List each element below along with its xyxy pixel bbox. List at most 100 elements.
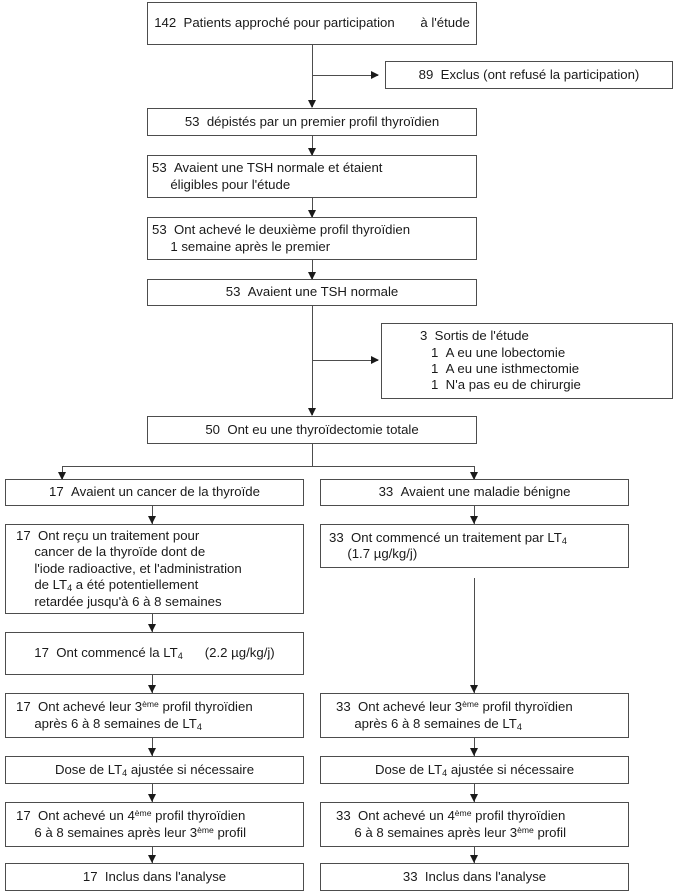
node-right-benign-disease: 33 Avaient une maladie bénigne bbox=[320, 479, 629, 506]
node-text-line2a: 6 à 8 semaines après leur 3 bbox=[354, 824, 518, 840]
connector-n4-to-n5 bbox=[312, 198, 313, 218]
arrowhead-n8 bbox=[307, 408, 316, 416]
subitem-text-1: A eu une lobectomie bbox=[445, 344, 566, 360]
node-count: 33 bbox=[336, 699, 351, 715]
node-left-included-analysis: 17 Inclus dans l'analyse bbox=[5, 863, 304, 891]
node-count: 33 bbox=[329, 529, 344, 545]
node-left-dose-adjusted: Dose de LT4 ajustée si nécessaire bbox=[5, 756, 304, 784]
node-withdrawals: 3 Sortis de l'étude 1 A eu une lobectomi… bbox=[381, 323, 673, 399]
node-text-line2: 1 semaine après le premier bbox=[170, 238, 331, 254]
node-patients-approached: 142 Patients approché pour participation… bbox=[147, 2, 477, 45]
node-right-fourth-profile: 33 Ont achevé un 4ème profil thyroïdien … bbox=[320, 802, 629, 847]
node-text-line1b: profil thyroïdien bbox=[471, 808, 566, 824]
connector-right4-to-right5 bbox=[474, 784, 475, 802]
subitem-count-1: 1 bbox=[431, 344, 439, 360]
arrowhead-n5 bbox=[307, 210, 316, 218]
subscript-four: 4 bbox=[561, 535, 567, 546]
node-text-line1: Exclus (ont refusé la participation) bbox=[440, 66, 640, 82]
node-text-line2b: profil bbox=[533, 824, 567, 840]
subscript-four: 4 bbox=[196, 721, 202, 732]
node-normal-tsh-eligible: 53 Avaient une TSH normale et étaient él… bbox=[147, 155, 477, 198]
arrowhead-right2 bbox=[469, 516, 478, 524]
superscript-eme: ème bbox=[462, 699, 479, 710]
superscript-eme: ème bbox=[454, 808, 472, 819]
node-total-thyroidectomy: 50 Ont eu une thyroïdectomie totale bbox=[147, 416, 477, 444]
node-count: 3 bbox=[420, 328, 428, 344]
arrowhead-exclus bbox=[371, 70, 379, 79]
node-count: 33 bbox=[336, 808, 351, 824]
node-text-line1a: Dose de LT bbox=[54, 761, 123, 777]
arrowhead-n3 bbox=[307, 100, 316, 108]
arrowhead-left-branch bbox=[57, 472, 66, 480]
node-text-line1a: Ont commencé un traitement par LT bbox=[351, 529, 562, 545]
node-right-included-analysis: 33 Inclus dans l'analyse bbox=[320, 863, 629, 891]
subscript-four: 4 bbox=[67, 583, 73, 594]
arrowhead-right6 bbox=[469, 855, 478, 863]
node-count: 53 bbox=[225, 284, 241, 300]
connector-branch-to-exclus bbox=[312, 75, 378, 76]
subitem-text-2: A eu une isthmectomie bbox=[445, 361, 580, 376]
node-text-line1a: Ont commencé la LT bbox=[56, 645, 178, 661]
connector-n8-split-stem bbox=[312, 444, 313, 466]
node-text-line1: Avaient une maladie bénigne bbox=[400, 484, 571, 500]
node-left-fourth-profile: 17 Ont achevé un 4ème profil thyroïdien … bbox=[5, 802, 304, 847]
node-text-line1: Sortis de l'étude bbox=[434, 328, 529, 344]
connector-n5-to-n6 bbox=[312, 260, 313, 280]
node-text-line4a: de LT bbox=[34, 577, 68, 593]
node-text-line1: Avaient une TSH normale et étaient bbox=[174, 160, 383, 176]
connector-n1-to-n3 bbox=[312, 45, 313, 107]
node-text-line1b: ajustée si nécessaire bbox=[447, 761, 575, 777]
arrowhead-left5 bbox=[147, 748, 156, 756]
connector-branch-to-sorties bbox=[312, 360, 378, 361]
superscript-eme: ème bbox=[142, 699, 159, 710]
arrowhead-left2 bbox=[147, 516, 156, 524]
node-text-line1: Ont eu une thyroïdectomie totale bbox=[227, 421, 419, 437]
arrowhead-n4 bbox=[307, 148, 316, 156]
node-text-line1b: profil thyroïdien bbox=[478, 699, 573, 715]
node-left-started-lt4: 17 Ont commencé la LT4 (2.2 µg/kg/j) bbox=[5, 632, 304, 675]
subitem-count-2: 1 bbox=[431, 361, 439, 376]
node-count: 33 bbox=[402, 868, 418, 884]
superscript-eme: ème bbox=[134, 808, 152, 819]
arrowhead-right4 bbox=[469, 748, 478, 756]
node-text-line1a: Ont achevé un 4 bbox=[358, 808, 455, 824]
node-text-line2: à l'étude bbox=[420, 15, 470, 31]
node-text-line2a: après 6 à 8 semaines de LT bbox=[34, 715, 197, 731]
node-text-line4b: a été potentiellement bbox=[72, 577, 199, 593]
arrowhead-sorties bbox=[371, 355, 379, 364]
node-text-line2b: profil bbox=[213, 824, 247, 840]
connector-right3-to-right4 bbox=[474, 738, 475, 756]
node-normal-tsh-second: 53 Avaient une TSH normale bbox=[147, 279, 477, 306]
node-text-line2: (2.2 µg/kg/j) bbox=[204, 645, 275, 661]
node-count: 17 bbox=[16, 808, 31, 824]
node-text-line1: Avaient un cancer de la thyroïde bbox=[71, 484, 260, 500]
node-text-line2: cancer de la thyroïde dont de bbox=[34, 544, 206, 560]
subscript-four: 4 bbox=[516, 721, 522, 732]
subscript-four: 4 bbox=[442, 767, 448, 778]
connector-right1-to-right2 bbox=[474, 506, 475, 524]
node-text-line1a: Ont achevé leur 3 bbox=[38, 699, 143, 715]
node-left-thyroid-cancer: 17 Avaient un cancer de la thyroïde bbox=[5, 479, 304, 506]
arrowhead-left6 bbox=[147, 794, 156, 802]
node-text-line1: Inclus dans l'analyse bbox=[424, 868, 547, 884]
node-text-line5: retardée jusqu'à 6 à 8 semaines bbox=[34, 593, 222, 609]
node-second-profile: 53 Ont achevé le deuxième profil thyroïd… bbox=[147, 217, 477, 260]
node-right-dose-adjusted: Dose de LT4 ajustée si nécessaire bbox=[320, 756, 629, 784]
node-count: 50 bbox=[205, 421, 220, 437]
node-count: 17 bbox=[16, 699, 31, 715]
node-count: 17 bbox=[16, 527, 31, 543]
node-text-line1a: Ont achevé leur 3 bbox=[358, 699, 463, 715]
node-text-line1: dépistés par un premier profil thyroïdie… bbox=[206, 113, 440, 129]
node-left-third-profile: 17 Ont achevé leur 3ème profil thyroïdie… bbox=[5, 693, 304, 738]
subitem-count-3: 1 bbox=[431, 377, 439, 393]
node-count: 89 bbox=[418, 66, 434, 82]
arrowhead-right5 bbox=[469, 794, 478, 802]
superscript-eme: ème bbox=[517, 824, 534, 835]
node-count: 142 bbox=[154, 15, 177, 31]
node-text-line2: (1.7 µg/kg/j) bbox=[347, 546, 418, 561]
connector-right2-to-right3 bbox=[474, 578, 475, 693]
node-text-line1: Ont reçu un traitement pour bbox=[38, 527, 200, 543]
connector-n3-to-n4 bbox=[312, 136, 313, 156]
node-text-line1b: profil thyroïdien bbox=[151, 808, 246, 824]
